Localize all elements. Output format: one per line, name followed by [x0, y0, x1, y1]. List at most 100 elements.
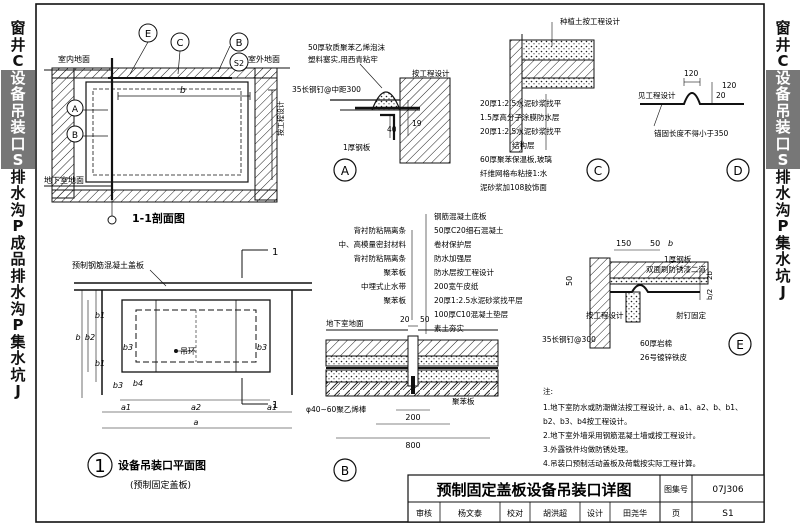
detail-d-dim120b: 120 [722, 81, 737, 90]
label-indoor-floor: 室内地面 [58, 54, 90, 64]
sidebar-char: 水 [10, 283, 26, 301]
sidebar-char: S [1, 152, 35, 169]
detail-a-foam2: 塑料塞实,用西青粘牢 [308, 54, 378, 64]
detail-e-dim-b: b [668, 239, 673, 248]
section-title: 1-1剖面图 [132, 211, 185, 225]
detail-b-poly: 聚苯板 [452, 396, 475, 406]
sidebar-char: 集 [775, 233, 791, 252]
note-line-0: 1.地下室防水或防潮做法按工程设计, a、a1、a2、b、b1、 [543, 402, 743, 412]
note-line-1: b2、b3、b4按工程设计。 [543, 416, 632, 426]
dim-b2: b2 [85, 333, 95, 342]
sidebar-char: 排 [775, 167, 791, 186]
detail-b-right-4: 防水层按工程设计 [434, 267, 494, 277]
detail-b-dim20: 20 [400, 315, 410, 324]
sidebar-char: 备 [1, 86, 35, 103]
sidebar-char: P [12, 316, 24, 334]
sidebar-char: C [12, 52, 24, 70]
page-label: 页 [672, 509, 680, 518]
detail-e-fix: 射钉固定 [676, 310, 706, 320]
detail-d: D 见工程设计 锚固长度不得小于350 120 20 120 [638, 69, 750, 182]
label-dim-b: b [180, 86, 186, 96]
sidebar-char: 口 [766, 135, 800, 152]
detail-e-dim50: 50 [650, 239, 660, 248]
detail-b-left-0: 背衬防粘隔离条 [354, 225, 407, 235]
callout-a: A [72, 105, 79, 115]
sidebar-char: 坑 [775, 266, 791, 285]
detail-a-steel: 1厚钢板 [343, 142, 371, 152]
sheet-frame [35, 3, 765, 523]
review-label: 审核 [416, 508, 432, 518]
detail-b-left-5: 聚苯板 [384, 295, 407, 305]
callout-c: C [177, 38, 184, 49]
label-basement-floor: 地下室地面 [44, 175, 84, 185]
sidebar-char: 吊 [1, 102, 35, 119]
dim-b1-bottom: b1 [95, 359, 105, 368]
title-block: 预制固定盖板设备吊装口详图 图集号 07J306 审核 杨文泰 校对 胡洪超 设… [407, 474, 765, 523]
detail-b-dim200: 200 [405, 413, 420, 422]
detail-d-id: D [733, 164, 742, 178]
plan-view: a1 a2 a1 a b b2 b1 b1 b3 b3 b3 b4 1 1 预制… [72, 247, 312, 491]
sidebar-char: 口 [1, 135, 35, 152]
callout-s2: S2 [234, 59, 244, 68]
detail-b-right-0: 钢筋混凝土底板 [434, 211, 487, 221]
sidebar-char: 吊 [766, 102, 800, 119]
dim-a: a [194, 418, 199, 427]
detail-c-top: 种植土按工程设计 [560, 16, 620, 26]
dim-b3-right: b3 [257, 343, 267, 352]
plan-title: 设备吊装口平面图 [118, 458, 206, 472]
detail-b-right-2: 卷材保护层 [434, 239, 472, 249]
sidebar-char: 装 [766, 119, 800, 136]
sidebar-char: S [766, 152, 800, 169]
cut-mark-bottom: 1 [272, 400, 278, 411]
sidebar-char: 集 [10, 332, 26, 351]
sidebar-char: 沟 [775, 200, 791, 219]
reviewer: 杨文泰 [458, 508, 482, 518]
detail-b-left-3: 聚苯板 [384, 267, 407, 277]
plan-subtitle: (预制固定盖板) [130, 479, 191, 491]
check-label: 校对 [507, 508, 523, 518]
detail-e-dim150: 150 [616, 239, 631, 248]
detail-b-right-3: 防水加强层 [434, 253, 472, 263]
sidebar-char: 坑 [10, 365, 26, 384]
detail-a-id: A [341, 164, 350, 178]
checker: 胡洪超 [543, 508, 567, 518]
detail-b-right-1: 50厚C20细石混凝土 [434, 225, 504, 235]
plan-number: 1 [94, 456, 105, 477]
detail-e-nail: 35长钢钉@300 [542, 334, 596, 344]
detail-b-rod: φ40~60聚乙烯棒 [306, 404, 367, 414]
sidebar-char: 水 [775, 184, 791, 202]
sidebar-char: 水 [10, 184, 26, 202]
detail-e-steel: 1厚钢板 [664, 254, 692, 264]
detail-c-layer-3: 结构层 [512, 140, 535, 150]
sidebar-char: 沟 [10, 200, 26, 219]
detail-a-foam: 50厚软质聚苯乙烯泡沫 [308, 42, 386, 52]
sidebar-char: P [777, 217, 789, 235]
sidebar-char: 井 [775, 35, 791, 54]
detail-e-design: 按工程设计 [586, 310, 624, 320]
detail-c-layer-5: 纤维网格布粘接1:水 [480, 168, 548, 178]
detail-b-id: B [341, 464, 349, 478]
sidebar-char: 设 [1, 69, 35, 86]
section-1-1: E C B S2 A B 室内地面 室外地面 地下室地面 b 按工程设计 1-1… [44, 23, 290, 225]
detail-b: B 背衬防粘隔离条 中、高模量密封材料 背衬防粘隔离条 聚苯板 中埋式止水带 聚… [306, 211, 523, 482]
sidebar-char: P [12, 217, 24, 235]
detail-d-dim120: 120 [684, 69, 699, 78]
sidebar-char: 井 [10, 35, 26, 54]
detail-b-right-6: 20厚1:2.5水泥砂浆找平层 [434, 295, 523, 305]
notes-heading: 注: [543, 386, 553, 396]
atlas-no: 07J306 [712, 485, 744, 495]
designer: 田尧华 [623, 508, 647, 518]
detail-d-design: 见工程设计 [638, 90, 676, 100]
sidebar-char: 排 [10, 266, 26, 285]
detail-a-dim19: 19 [412, 119, 422, 128]
note-line-4: 4.吊装口预制活动盖板及荷载按实际工程计算。 [543, 458, 700, 468]
sidebar-char: 窗 [10, 19, 26, 37]
detail-b-dim800: 800 [405, 441, 420, 450]
dim-a1-right: a1 [267, 403, 277, 412]
label-outdoor-floor: 室外地面 [248, 54, 280, 64]
design-label: 设计 [587, 508, 603, 518]
detail-c-layer-1: 1.5厚高分子涂膜防水层 [480, 112, 560, 122]
dim-a2: a2 [191, 403, 201, 412]
sidebar-char: 沟 [10, 299, 26, 318]
